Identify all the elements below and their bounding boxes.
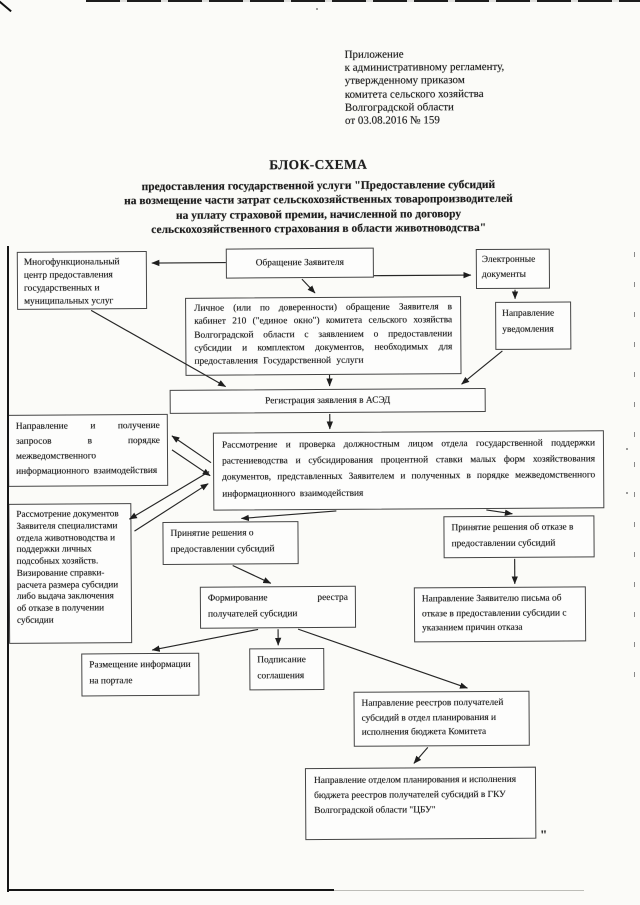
node-registration-ased: Регистрация заявления в АСЭД bbox=[169, 387, 486, 414]
node-interagency-requests: Направление и получение запросов в поряд… bbox=[7, 413, 169, 487]
node-notification: Направление уведомления bbox=[495, 301, 572, 350]
scan-artifact-top-edge bbox=[86, 0, 640, 2]
header-line: от 03.08.2016 № 159 bbox=[344, 114, 440, 127]
node-personal-appeal: Личное (или по доверенности) обращение З… bbox=[185, 296, 462, 376]
scan-artifact-speck bbox=[316, 8, 318, 10]
scan-artifact-quote-mark: " bbox=[540, 827, 548, 842]
scan-artifact-bottom-edge-faint bbox=[334, 890, 584, 891]
node-refusal-letter: Направление Заявителю письма об отказе в… bbox=[413, 586, 587, 643]
arrow-notify-to-register bbox=[461, 350, 503, 385]
node-livestock-department-review: Рассмотрение документов Заявителя специа… bbox=[8, 503, 133, 644]
arrow-appeal-to-personal bbox=[301, 278, 316, 294]
arrow-grant-to-form bbox=[232, 565, 272, 584]
node-electronic-documents: Электронные документы bbox=[475, 248, 551, 290]
scan-artifact-right-dashes bbox=[634, 252, 635, 682]
node-mfc-center: Многофункциональный центр предоставления… bbox=[16, 251, 148, 310]
node-portal-publication: Размещение информации на портале bbox=[81, 652, 200, 697]
arrow-send-to-gku bbox=[413, 746, 429, 764]
node-decision-refuse: Принятие решения об отказе в предоставле… bbox=[443, 515, 595, 559]
scan-artifact-speck bbox=[626, 448, 628, 450]
subtitle-line: сельскохозяйственного страхования в обла… bbox=[151, 221, 487, 236]
page-title: БЛОК-СХЕМА bbox=[269, 156, 368, 173]
node-document-review: Рассмотрение и проверка должностным лицо… bbox=[212, 430, 605, 511]
arrow-form-to-portal bbox=[151, 628, 259, 652]
arrow-review-to-grant bbox=[240, 510, 337, 522]
node-registry-to-budget-department: Направление реестров получателей субсиди… bbox=[353, 690, 530, 747]
arrow-review-to-requests bbox=[171, 435, 212, 464]
document-approval-header: Приложение к административному регламент… bbox=[345, 47, 630, 128]
arrow-appeal-to-edocs bbox=[373, 271, 472, 279]
scan-artifact-speck bbox=[626, 492, 628, 494]
node-agreement-signing: Подписание соглашения bbox=[249, 647, 325, 691]
page-subtitle: предоставления государственной услуги "П… bbox=[0, 177, 639, 238]
arrow-review-to-refuse bbox=[486, 509, 513, 516]
node-registry-to-gku: Направление отделом планирования и испол… bbox=[304, 766, 537, 841]
scan-artifact-left-edge bbox=[7, 246, 9, 892]
scan-artifact-bottom-edge bbox=[8, 889, 334, 891]
node-applicant-appeal: Обращение Заявителя bbox=[225, 247, 374, 279]
node-registry-formation: Формирование реестра получателей субсиди… bbox=[199, 585, 357, 629]
arrow-requests-to-review bbox=[171, 449, 211, 477]
node-decision-grant: Принятие решения о предоставлении субсид… bbox=[162, 521, 299, 565]
